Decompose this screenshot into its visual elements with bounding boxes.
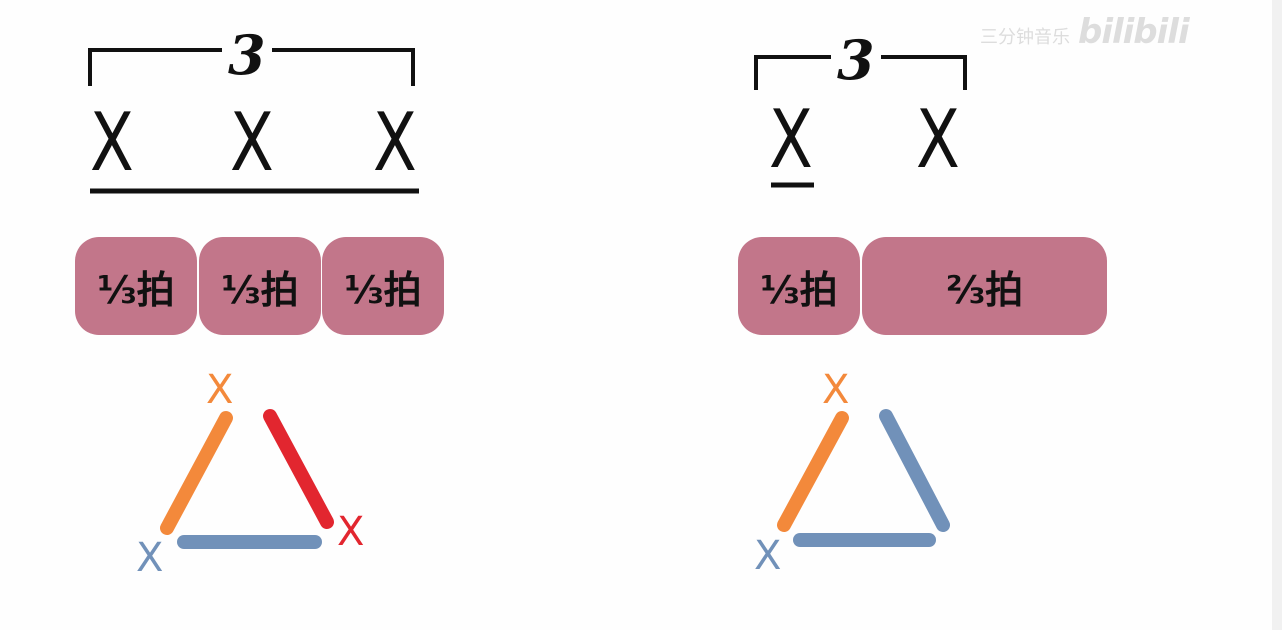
left-note-2: X — [230, 96, 274, 189]
right-triangle-blue-right-edge — [879, 409, 950, 532]
right-triangle-left-label: X — [754, 533, 782, 579]
right-beat-box-1: ⅓拍 — [738, 237, 860, 335]
bilibili-logo: bilibili — [1078, 12, 1190, 52]
right-tuplet-number: 3 — [831, 33, 881, 87]
left-note-3: X — [373, 96, 417, 189]
right-edge-strip — [1272, 0, 1282, 630]
left-tuplet-number: 3 — [222, 28, 272, 82]
left-beat-box-2: ⅓拍 — [199, 237, 321, 335]
right-note-1: X — [769, 93, 813, 186]
left-triangle-top-label: X — [206, 367, 234, 413]
right-note-2: X — [916, 93, 960, 186]
left-triangle-left-label: X — [136, 535, 164, 581]
right-triangle-top-label: X — [822, 367, 850, 413]
left-triangle-orange-edge — [160, 411, 233, 535]
left-triangle-red-edge — [263, 409, 334, 529]
watermark: 三分钟音乐 bilibili — [980, 12, 1190, 52]
left-note-1: X — [90, 96, 134, 189]
right-triangle-orange-edge — [777, 411, 849, 532]
left-beat-box-1: ⅓拍 — [75, 237, 197, 335]
right-beat-box-2: ⅔拍 — [862, 237, 1107, 335]
left-beat-box-3: ⅓拍 — [322, 237, 444, 335]
left-triangle-right-label: X — [337, 509, 365, 555]
watermark-text: 三分钟音乐 — [980, 27, 1070, 48]
